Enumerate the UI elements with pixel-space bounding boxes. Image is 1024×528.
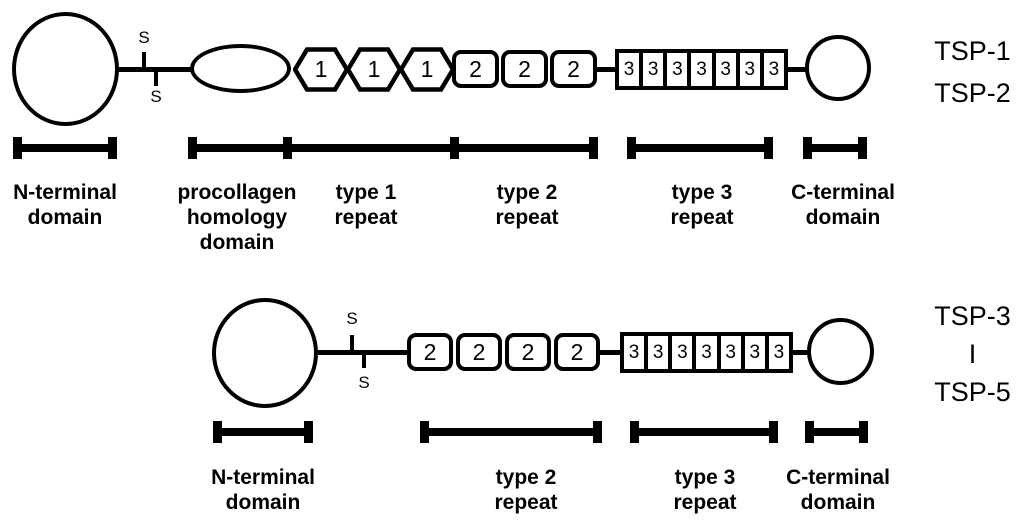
stalk-connector [791,350,809,355]
tsp-5-label: TSP-5 [934,377,1011,407]
type-3-repeat-cell: 3 [663,53,687,86]
type-3-repeat-cell: 3 [692,336,716,369]
n-terminal-domain-shape [212,298,318,408]
bracket-n-terminal [213,421,313,443]
type3-repeat-label: type 3 repeat [673,466,737,514]
n-terminal-domain-label: N-terminal domain [211,466,315,514]
tsp3-5-name-label: TSP-3 I TSP-5 [925,297,1020,411]
type1-repeat-group: 1 1 1 [293,47,455,92]
bracket-c-terminal [803,137,867,159]
disulfide-tick-upper [350,335,354,351]
disulfide-s-lower: S [358,373,370,392]
type-2-repeat-module: 2 [501,50,548,88]
n-terminal-domain-shape [12,12,119,126]
c-terminal-domain-shape [807,318,874,385]
bracket-type3 [630,421,778,443]
type2-repeat-label: type 2 repeat [495,181,559,229]
type-2-repeat-module: 2 [407,333,453,371]
disulfide-tick-lower [154,68,158,86]
tsp-1-label: TSP-1 [934,36,1011,66]
type-2-repeat-module: 2 [550,50,597,88]
c-terminal-domain-shape [805,35,871,101]
type-3-repeat-cell: 3 [687,53,711,86]
type-1-repeat-module-digit: 1 [314,56,328,82]
type-3-repeat-cell: 3 [644,336,668,369]
type2-repeat-label: type 2 repeat [494,466,558,514]
disulfide-s-lower: S [150,87,162,106]
type-3-repeat-cell: 3 [711,53,736,86]
tsp-2-label: TSP-2 [934,78,1011,108]
type1-repeat-label: type 1 repeat [334,181,398,229]
type-2-repeat-module: 2 [554,333,600,371]
procollagen-homology-domain-shape [190,44,291,93]
stalk-connector [600,350,622,355]
type3-repeat-label: type 3 repeat [670,181,734,229]
bracket-n-terminal [13,137,117,159]
n-terminal-domain-label: N-terminal domain [13,181,117,229]
tsp-3-label: TSP-3 [934,301,1011,331]
type-1-repeat-module: 1 [293,47,349,92]
stalk-connector [786,67,807,72]
type-3-repeat-cell: 3 [759,53,784,86]
type-3-repeat-cell: 3 [668,336,692,369]
bracket-procollagen-type1-type2 [188,137,598,159]
disulfide-s-upper: S [138,28,150,47]
tsp-range-separator: I [968,339,977,369]
type-3-repeat-cell: 3 [716,336,741,369]
type-1-repeat-module-digit: 1 [367,56,381,82]
bracket-c-terminal [805,421,868,443]
tsp1-2-name-label: TSP-1 TSP-2 [925,30,1020,114]
type-3-repeat-cell: 3 [740,336,765,369]
disulfide-tick-upper [142,52,146,69]
c-terminal-domain-label: C-terminal domain [786,466,890,514]
type-1-repeat-module-digit: 1 [420,56,434,82]
disulfide-tick-lower [362,351,366,368]
bracket-type2 [420,421,602,443]
type-3-repeat-cell: 3 [639,53,663,86]
type-1-repeat-module: 1 [399,47,455,92]
type-3-repeat-cell: 3 [628,341,640,363]
type-2-repeat-module: 2 [505,333,551,371]
type-2-repeat-module: 2 [452,50,499,88]
disulfide-s-upper: S [346,309,358,328]
type-3-repeat-cell: 3 [623,58,635,80]
type-2-repeat-module: 2 [456,333,502,371]
procollagen-homology-domain-label: procollagen homology domain [177,181,297,254]
bracket-type3 [627,137,773,159]
c-terminal-domain-label: C-terminal domain [791,181,895,229]
type-3-repeat-cell: 3 [735,53,760,86]
type-1-repeat-module: 1 [346,47,402,92]
type-3-repeat-cell: 3 [764,336,789,369]
stalk-connector [597,67,618,72]
